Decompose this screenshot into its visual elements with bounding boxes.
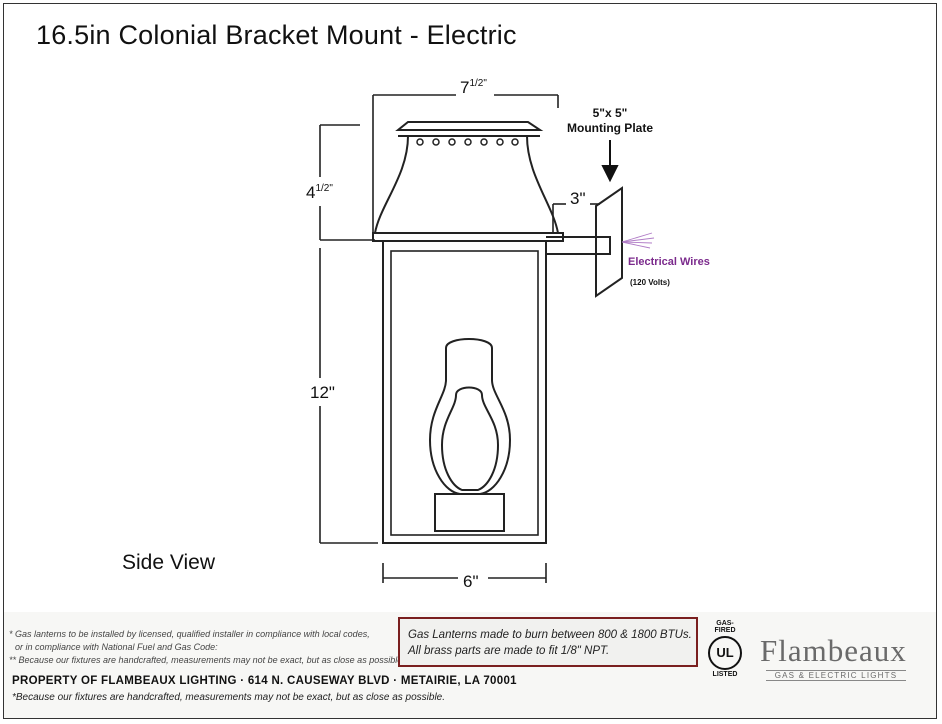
gas-info-box: Gas Lanterns made to burn between 800 & …: [398, 617, 698, 667]
mounting-plate-text: Mounting Plate: [567, 121, 653, 135]
view-label: Side View: [122, 551, 216, 574]
ul-top-text: GAS-FIRED: [714, 620, 736, 634]
disclaimer: *Because our fixtures are handcrafted, m…: [12, 692, 446, 703]
page-title: 16.5in Colonial Bracket Mount - Electric: [36, 20, 517, 50]
mounting-plate-label: 5"x 5" Mounting Plate: [560, 106, 660, 136]
electrical-wires-label: Electrical Wires: [628, 256, 710, 268]
ul-listed-badge: GAS-FIRED UL LISTED: [706, 620, 744, 678]
ul-logo-icon: UL: [708, 636, 742, 670]
arrow-down-icon: [601, 140, 619, 183]
dim-arm-length: 3": [570, 189, 586, 208]
dim-body-width: 6": [463, 572, 479, 591]
wire-lines: [621, 232, 655, 249]
footnote-2: or in compliance with National Fuel and …: [15, 642, 218, 652]
flambeaux-logo: Flambeaux: [760, 633, 907, 668]
footnotes: * Gas lanterns to be installed by licens…: [9, 628, 405, 667]
gas-info-line-2: All brass parts are made to fit 1/8" NPT…: [408, 645, 610, 657]
vent-holes: [416, 138, 519, 146]
property-line: PROPERTY OF FLAMBEAUX LIGHTING · 614 N. …: [12, 675, 517, 687]
bracket-arm: [546, 236, 611, 255]
chimney-glass: [428, 338, 512, 495]
mounting-plate-size: 5"x 5": [592, 106, 628, 120]
footnote-3: ** Because our fixtures are handcrafted,…: [9, 655, 405, 665]
mounting-plate: [595, 186, 623, 298]
dim-top-height: 41/2": [306, 183, 333, 202]
logo-tagline: GAS & ELECTRIC LIGHTS: [766, 670, 906, 681]
gas-info-line-1: Gas Lanterns made to burn between 800 & …: [408, 629, 692, 641]
page-frame: [3, 3, 937, 719]
dim-body-height: 12": [310, 383, 335, 402]
lamp-base: [434, 493, 505, 532]
voltage-label: (120 Volts): [630, 278, 670, 287]
footnote-1: * Gas lanterns to be installed by licens…: [9, 629, 370, 639]
dim-top-width: 71/2": [460, 78, 487, 97]
ul-bottom-text: LISTED: [712, 671, 738, 678]
